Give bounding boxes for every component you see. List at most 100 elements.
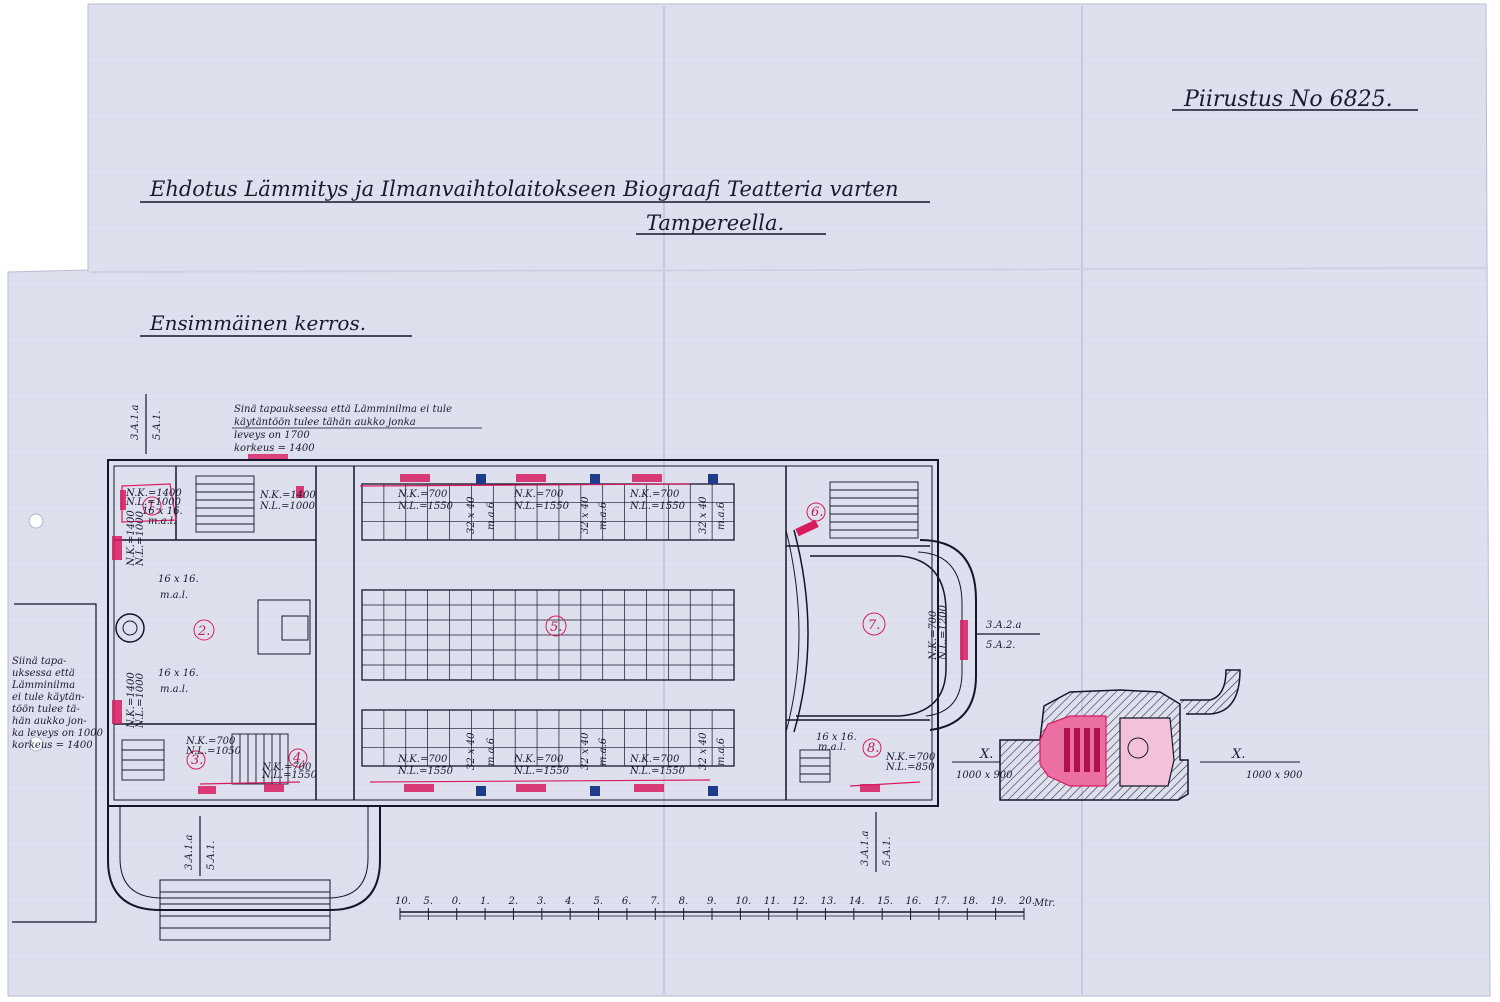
svg-text:N.L.=1550: N.L.=1550 xyxy=(513,766,570,777)
svg-text:töön tulee tä-: töön tulee tä- xyxy=(12,704,80,715)
svg-text:m.a.l.: m.a.l. xyxy=(148,516,176,527)
scale-tick-label: 8. xyxy=(679,896,689,907)
radiator xyxy=(112,536,122,560)
svg-text:16 x 16.: 16 x 16. xyxy=(816,732,857,743)
vent-shafts xyxy=(476,474,718,796)
scale-bar: 10.5.0.1.2.3.4.5.6.7.8.9.10.11.12.13.14.… xyxy=(395,896,1055,920)
scale-unit: Mtr. xyxy=(1033,898,1055,909)
svg-text:N.K.=700: N.K.=700 xyxy=(397,489,448,500)
scale-tick-label: 18. xyxy=(962,896,978,907)
wall-vent-labels: 16 x 16. m.a.l. 16 x 16. m.a.l. 16 x 16.… xyxy=(142,506,857,753)
svg-text:5.A.1.: 5.A.1. xyxy=(882,837,893,866)
svg-text:N.K.=700: N.K.=700 xyxy=(513,489,564,500)
vent-shaft xyxy=(590,786,600,796)
scale-tick-label: 12. xyxy=(792,896,808,907)
label-channel-5: 32 x 40 xyxy=(580,732,591,770)
stairs-bottom-left xyxy=(121,733,289,785)
room-number-6: 6. xyxy=(811,505,823,520)
scale-tick-label: 14. xyxy=(849,896,865,907)
building-walls xyxy=(107,459,939,807)
heating-pipe-outline xyxy=(121,483,921,787)
binding-hole xyxy=(28,513,44,529)
label-channel-sub-5: m.a.6 xyxy=(598,737,609,766)
label-left-side-1: N.K.=1400 xyxy=(126,510,137,567)
svg-text:N.K.=700: N.K.=700 xyxy=(629,754,680,765)
label-stage-1: N.K.=700 xyxy=(928,610,939,661)
svg-text:m.a.l.: m.a.l. xyxy=(160,684,188,695)
svg-text:N.L.=1550: N.L.=1550 xyxy=(261,770,318,781)
vent-shaft xyxy=(590,474,600,484)
svg-text:3.A.1.a: 3.A.1.a xyxy=(860,831,871,866)
label-channel-sub-6: m.a.6 xyxy=(716,737,727,766)
scale-tick-label: 10. xyxy=(395,896,411,907)
stairs-top-left xyxy=(195,475,255,533)
scale-tick-label: 20. xyxy=(1018,896,1035,907)
label-channel-2: 32 x 40 xyxy=(580,496,591,534)
porch-steps xyxy=(159,879,331,941)
svg-text:uksessa että: uksessa että xyxy=(12,668,75,679)
scale-tick-label: 5. xyxy=(594,896,604,907)
svg-text:N.K.=700: N.K.=700 xyxy=(185,736,236,747)
svg-text:5.A.1.: 5.A.1. xyxy=(206,841,217,870)
radiator xyxy=(264,784,284,792)
vent-shaft xyxy=(708,474,718,484)
room-number-4: 4. xyxy=(292,751,305,766)
svg-text:N.K.=700: N.K.=700 xyxy=(397,754,448,765)
svg-text:ei tule käytän-: ei tule käytän- xyxy=(12,692,85,703)
radiator xyxy=(634,784,664,792)
svg-text:N.L.=1000: N.L.=1000 xyxy=(259,501,316,512)
scale-tick-label: 1. xyxy=(480,896,490,907)
radiator xyxy=(120,490,126,510)
round-column xyxy=(115,613,145,643)
scale-tick-label: 15. xyxy=(877,896,893,907)
svg-text:ka leveys on 1000: ka leveys on 1000 xyxy=(12,728,104,739)
radiator xyxy=(400,474,430,482)
label-channel-3: 32 x 40 xyxy=(698,496,709,534)
label-channel-1: 32 x 40 xyxy=(466,496,477,534)
svg-text:N.L.=1550: N.L.=1550 xyxy=(397,501,454,512)
svg-text:N.L.=1550: N.L.=1550 xyxy=(513,501,570,512)
left-note: Siinä tapa- uksessa että Lämminilma ei t… xyxy=(11,656,104,751)
label-channel-sub-1: m.a.6 xyxy=(486,501,497,530)
scale-tick-label: 17. xyxy=(934,896,950,907)
svg-text:N.L.=1550: N.L.=1550 xyxy=(629,501,686,512)
radiator xyxy=(516,474,546,482)
radiator xyxy=(795,519,819,537)
radiator xyxy=(860,784,880,792)
top-note-line-3: leveys on 1700 xyxy=(234,430,310,441)
radiator xyxy=(632,474,662,482)
porch xyxy=(107,806,381,911)
svg-text:N.K.=700: N.K.=700 xyxy=(261,762,312,773)
scale-tick-label: 6. xyxy=(622,896,632,907)
radiators xyxy=(112,474,968,794)
svg-text:m.a.l.: m.a.l. xyxy=(818,742,846,753)
vent-shaft xyxy=(476,786,486,796)
vent-shaft xyxy=(476,474,486,484)
label-left-side-2: N.L.=1000 xyxy=(135,510,146,567)
svg-text:3.A.1.a: 3.A.1.a xyxy=(184,835,195,870)
radiator xyxy=(112,700,122,724)
svg-text:N.K.=700: N.K.=700 xyxy=(885,752,936,763)
scale-tick-label: 13. xyxy=(820,896,836,907)
svg-text:3.A.2.a: 3.A.2.a xyxy=(986,620,1021,631)
svg-text:1000 x 900: 1000 x 900 xyxy=(1246,770,1303,781)
stage-floor xyxy=(796,555,947,717)
seat-block xyxy=(361,709,735,767)
label-stage-2: N.L.=1200 xyxy=(938,604,949,661)
radiator xyxy=(198,786,216,794)
vent-shaft xyxy=(708,786,718,796)
radiator xyxy=(960,620,968,660)
duct-markers: 3.A.1.a 5.A.1. 3.A.1.a 5.A.1. 3.A.1.a 5.… xyxy=(130,394,1040,876)
svg-text:hän aukko jon-: hän aukko jon- xyxy=(12,716,87,727)
svg-text:1000 x 900: 1000 x 900 xyxy=(956,770,1013,781)
svg-text:16 x 16.: 16 x 16. xyxy=(158,574,199,585)
svg-text:N.L.=1050: N.L.=1050 xyxy=(185,746,242,757)
room-number-7: 7. xyxy=(868,618,880,633)
label-left-side-3: N.K.=1400 xyxy=(126,672,137,729)
label-channel-4: 32 x 40 xyxy=(466,732,477,770)
scale-tick-label: 5. xyxy=(423,896,433,907)
room-number-2: 2. xyxy=(197,624,210,639)
svg-text:N.L.=1550: N.L.=1550 xyxy=(397,766,454,777)
